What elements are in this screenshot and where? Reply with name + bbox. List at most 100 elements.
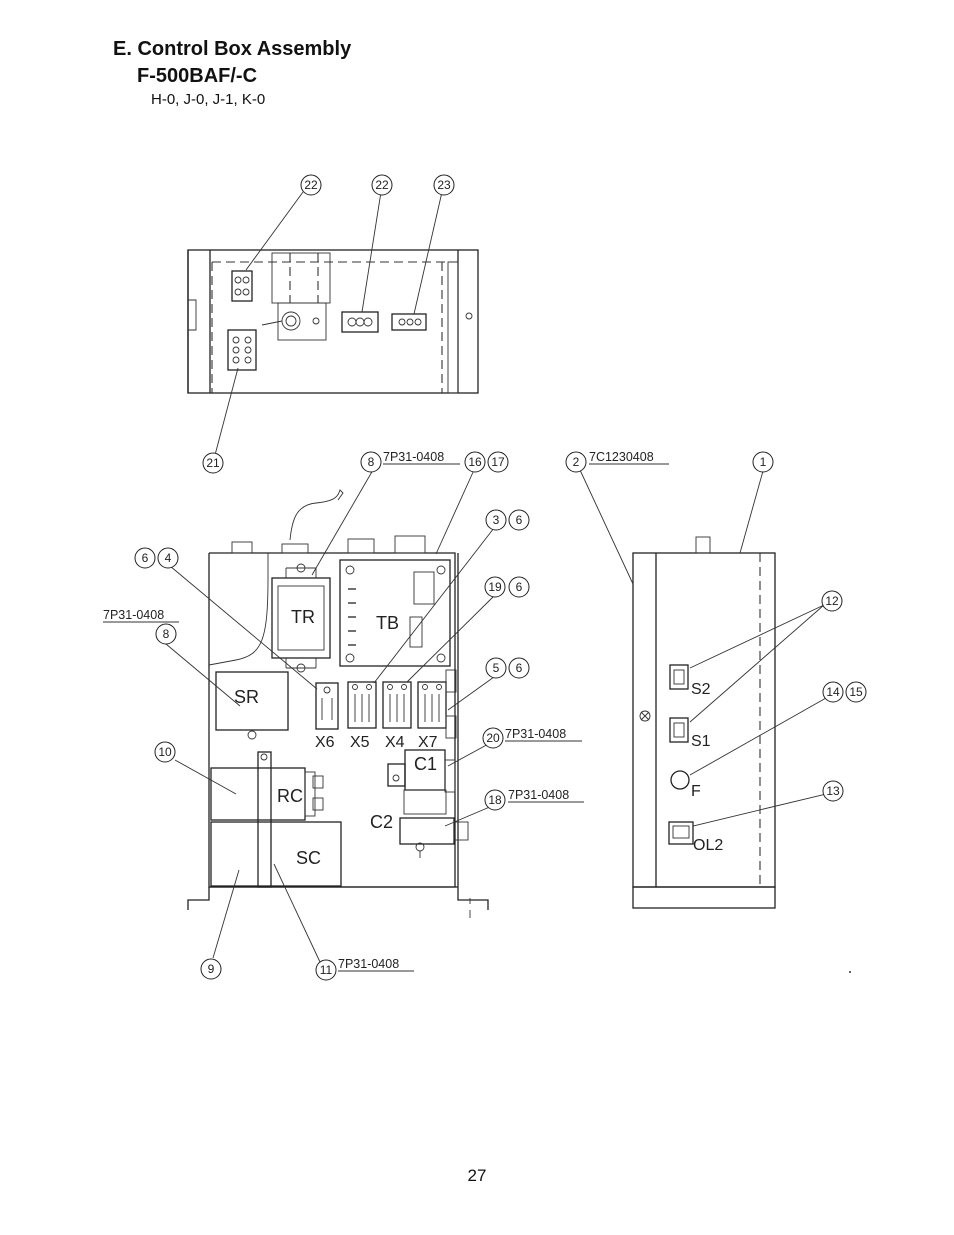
svg-text:13: 13 <box>826 784 840 798</box>
part-number-18: 7P31-0408 <box>508 788 569 802</box>
svg-text:6: 6 <box>516 661 523 675</box>
part-number-8: 7P31-0408 <box>383 450 444 464</box>
svg-text:23: 23 <box>437 178 451 192</box>
screw-hole <box>465 312 473 320</box>
callout-1: 1 <box>752 451 774 473</box>
svg-text:2: 2 <box>573 455 580 469</box>
svg-text:6: 6 <box>142 551 149 565</box>
callout-23: 23 <box>433 174 455 196</box>
svg-text:3: 3 <box>493 513 500 527</box>
tb-label: TB <box>376 613 399 633</box>
x7-label: X7 <box>418 734 438 751</box>
model-title: F-500BAF/-C <box>137 65 258 87</box>
x5-label: X5 <box>350 734 370 751</box>
relay-x7 <box>417 669 457 739</box>
callout-16: 16 <box>464 451 486 473</box>
top-view <box>187 191 479 456</box>
grommet <box>281 311 301 331</box>
svg-text:22: 22 <box>375 178 389 192</box>
transformer <box>271 577 331 659</box>
connector-22-left <box>231 270 253 302</box>
callout-21: 21 <box>202 452 224 474</box>
overload-ol2 <box>668 821 694 845</box>
callout-12: 12 <box>821 590 843 612</box>
svg-text:5: 5 <box>493 661 500 675</box>
revision-list: H-0, J-0, J-1, K-0 <box>151 91 266 108</box>
callout-10: 10 <box>154 741 176 763</box>
s2-label: S2 <box>691 681 711 698</box>
x4-label: X4 <box>385 734 405 751</box>
relay-x6 <box>315 682 339 730</box>
callout-6-d: 6 <box>508 657 530 679</box>
part-numbers: 7P31-0408 7P31-0408 7C1230408 7P31-0408 … <box>103 450 669 972</box>
svg-text:18: 18 <box>488 793 502 807</box>
section-title: E. Control Box Assembly <box>113 38 352 60</box>
callout-3: 3 <box>485 509 507 531</box>
svg-text:21: 21 <box>206 456 220 470</box>
svg-text:15: 15 <box>849 685 863 699</box>
callout-11: 11 <box>315 959 337 981</box>
callout-6-c: 6 <box>508 576 530 598</box>
connector-22-right <box>341 311 379 333</box>
c2-label: C2 <box>370 812 393 832</box>
callouts: 22 22 23 21 8 16 17 2 1 3 6 6 4 8 19 6 5… <box>134 174 867 981</box>
svg-text:17: 17 <box>491 455 505 469</box>
part-number-2: 7C1230408 <box>589 450 654 464</box>
svg-text:11: 11 <box>320 963 333 977</box>
callout-8-left: 8 <box>155 623 177 645</box>
svg-text:1: 1 <box>760 455 767 469</box>
svg-text:14: 14 <box>826 685 840 699</box>
switch-s2 <box>669 664 689 690</box>
callout-9: 9 <box>200 958 222 980</box>
svg-text:12: 12 <box>825 594 839 608</box>
callout-6-b: 6 <box>134 547 156 569</box>
part-number-8-left: 7P31-0408 <box>103 608 164 622</box>
connector-21 <box>227 329 257 371</box>
callout-14: 14 <box>822 681 844 703</box>
sc-label: SC <box>296 848 321 868</box>
svg-text:22: 22 <box>304 178 318 192</box>
part-number-20: 7P31-0408 <box>505 727 566 741</box>
callout-6-a: 6 <box>508 509 530 531</box>
side-view: S2 S1 F OL2 <box>579 469 851 973</box>
callout-15: 15 <box>845 681 867 703</box>
callout-18: 18 <box>484 789 506 811</box>
connector-23 <box>391 313 427 331</box>
sr-label: SR <box>234 687 259 707</box>
svg-text:6: 6 <box>516 580 523 594</box>
part-number-11: 7P31-0408 <box>338 957 399 971</box>
callout-22-a: 22 <box>300 174 322 196</box>
fuse-holder <box>670 770 690 790</box>
callout-20: 20 <box>482 727 504 749</box>
svg-text:4: 4 <box>165 551 172 565</box>
svg-text:20: 20 <box>486 731 500 745</box>
capacitor-strap <box>257 751 272 888</box>
page-number: 27 <box>467 1166 487 1185</box>
svg-text:10: 10 <box>158 745 172 759</box>
callout-5: 5 <box>485 657 507 679</box>
capacitor-c2 <box>399 817 455 845</box>
front-view: TR TB SR <box>165 469 495 963</box>
c1-label: C1 <box>414 754 437 774</box>
callout-17: 17 <box>487 451 509 473</box>
callout-19: 19 <box>484 576 506 598</box>
relay-x4 <box>382 681 412 729</box>
rc-label: RC <box>277 786 303 806</box>
ol2-label: OL2 <box>693 837 723 854</box>
svg-text:9: 9 <box>208 962 215 976</box>
x6-label: X6 <box>315 734 335 751</box>
callout-2: 2 <box>565 451 587 473</box>
svg-text:19: 19 <box>488 580 502 594</box>
screw-head <box>639 710 651 722</box>
svg-text:16: 16 <box>468 455 482 469</box>
terminal-board <box>339 559 451 667</box>
callout-4: 4 <box>157 547 179 569</box>
svg-text:8: 8 <box>368 455 375 469</box>
svg-text:8: 8 <box>163 627 170 641</box>
start-capacitor <box>210 821 342 887</box>
callout-8: 8 <box>360 451 382 473</box>
switch-s1 <box>669 717 689 743</box>
relay-x5 <box>347 681 377 729</box>
s1-label: S1 <box>691 733 711 750</box>
